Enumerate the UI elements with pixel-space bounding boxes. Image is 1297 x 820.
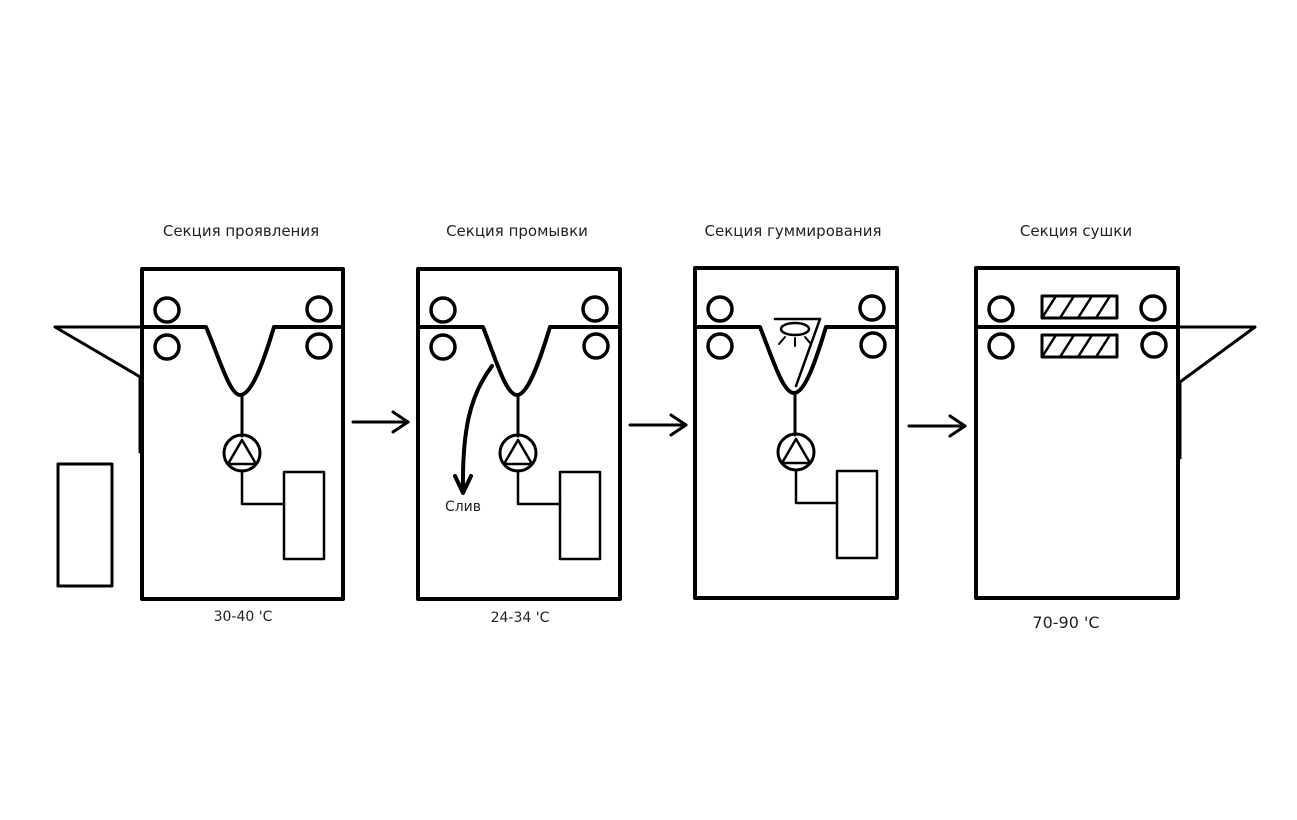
- roller-icon: [429, 333, 457, 361]
- pump-icon: [776, 432, 816, 472]
- temperature-label-drying: 70-90 'C: [1032, 613, 1100, 632]
- roller-icon: [859, 331, 887, 359]
- section-title-washing: Секция промывки: [446, 222, 588, 240]
- input-feed-table: [53, 325, 144, 454]
- roller-icon: [1139, 294, 1167, 322]
- washing-section: [416, 267, 622, 601]
- drain-label: Слив: [444, 499, 482, 515]
- roller-icon: [706, 332, 734, 360]
- input-plate: [56, 462, 114, 588]
- pump-icon: [498, 433, 538, 473]
- drain-arrow-icon: [460, 364, 494, 494]
- flow-arrow-icon: [351, 410, 410, 434]
- roller-icon: [582, 332, 610, 360]
- roller-icon: [1140, 331, 1168, 359]
- section-title-drying: Секция сушки: [1019, 222, 1133, 240]
- roller-icon: [305, 332, 333, 360]
- flow-arrow-icon: [907, 414, 967, 438]
- pump-icon: [222, 433, 262, 473]
- roller-icon: [153, 333, 181, 361]
- development-tank: [140, 325, 345, 397]
- development-section: [140, 267, 345, 601]
- dryer-heater-icon: [1040, 294, 1119, 320]
- drying-section: [974, 266, 1180, 600]
- flow-arrow-icon: [628, 413, 688, 437]
- section-title-development: Секция проявления: [162, 222, 320, 240]
- roller-icon: [706, 295, 734, 323]
- gumming-section-frame: [693, 266, 899, 600]
- roller-icon: [305, 295, 333, 323]
- output-table: [1176, 325, 1257, 460]
- heater-tank: [282, 470, 326, 561]
- roller-icon: [429, 296, 457, 324]
- gum-applicator-icon: [773, 317, 822, 388]
- roller-icon: [987, 332, 1015, 360]
- section-title-gumming: Секция гуммирования: [704, 222, 882, 240]
- dryer-heater-icon: [1040, 333, 1119, 359]
- heater-tank: [558, 470, 602, 561]
- gumming-section: [693, 266, 899, 600]
- development-section-frame: [140, 267, 345, 601]
- heater-tank: [835, 469, 879, 560]
- roller-icon: [987, 295, 1015, 323]
- roller-icon: [581, 295, 609, 323]
- temperature-label-development: 30-40 'C: [213, 609, 273, 625]
- drying-section-frame: [974, 266, 1180, 600]
- washing-section-frame: [416, 267, 622, 601]
- roller-icon: [858, 294, 886, 322]
- temperature-label-washing: 24-34 'C: [490, 610, 550, 626]
- roller-icon: [153, 296, 181, 324]
